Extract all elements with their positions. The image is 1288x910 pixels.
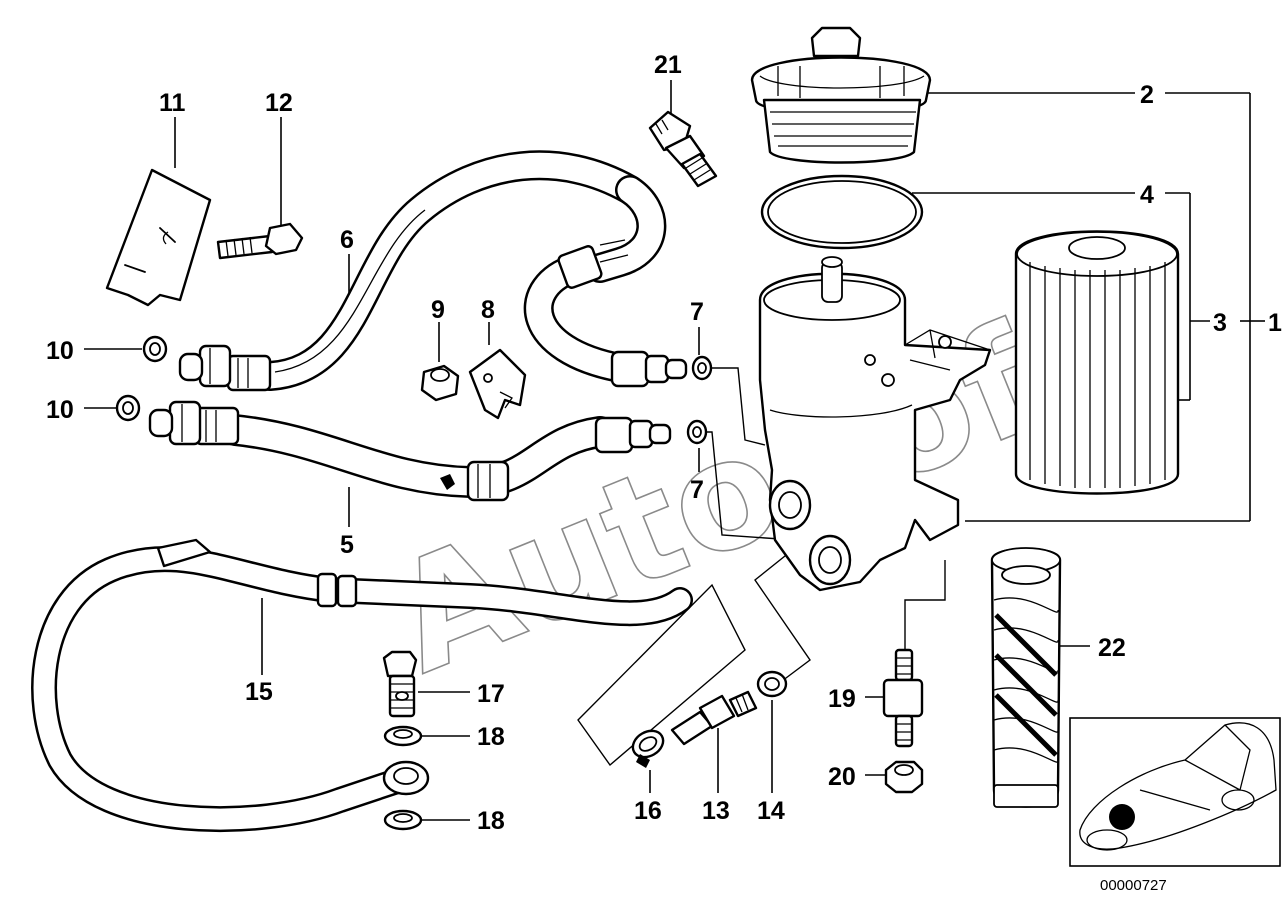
part-label-19: 19 bbox=[828, 685, 856, 713]
part-label-3: 3 bbox=[1213, 309, 1227, 337]
clamp-part-16 bbox=[631, 729, 665, 768]
part-label-13: 13 bbox=[702, 797, 730, 825]
stud-part-19 bbox=[882, 648, 924, 748]
part-label-8: 8 bbox=[481, 296, 495, 324]
plate-part-8 bbox=[468, 348, 527, 420]
diagram-reference-number: 00000727 bbox=[1100, 877, 1167, 894]
part-label-7a: 7 bbox=[690, 298, 704, 326]
upper-hose-6 bbox=[178, 150, 688, 392]
part-label-20: 20 bbox=[828, 763, 856, 791]
part-label-17: 17 bbox=[477, 680, 505, 708]
part-label-5: 5 bbox=[340, 531, 354, 559]
part-labels: 1 2 3 4 5 6 7 7 8 9 10 10 11 12 13 14 15… bbox=[46, 51, 1282, 835]
hose-part-15 bbox=[31, 538, 693, 832]
bracket-part bbox=[105, 168, 212, 307]
part-label-10a: 10 bbox=[46, 337, 74, 365]
filter-element-part-3 bbox=[1014, 230, 1180, 495]
washer-parts-10 bbox=[115, 335, 168, 422]
banjo-bolt-part-17 bbox=[382, 650, 418, 718]
lower-hose-5 bbox=[148, 400, 672, 502]
part-label-1: 1 bbox=[1268, 309, 1282, 337]
part-label-14: 14 bbox=[757, 797, 785, 825]
car-location-inset: 00000727 bbox=[1069, 717, 1281, 894]
part-label-10b: 10 bbox=[46, 396, 74, 424]
o-ring-part-4 bbox=[760, 174, 924, 250]
part-label-22: 22 bbox=[1098, 634, 1126, 662]
nut-part-9 bbox=[420, 364, 460, 402]
part-label-9: 9 bbox=[431, 296, 445, 324]
filter-cap-part-2 bbox=[750, 26, 932, 164]
part-label-7b: 7 bbox=[690, 476, 704, 504]
part-label-11: 11 bbox=[159, 89, 186, 117]
part-label-15: 15 bbox=[245, 678, 273, 706]
assembly-lines bbox=[577, 367, 946, 767]
part-label-21: 21 bbox=[654, 51, 682, 79]
fitting-part-13 bbox=[670, 690, 758, 746]
nut-part-20 bbox=[884, 760, 924, 794]
sensor-part-21 bbox=[648, 110, 718, 188]
filter-insert-part-22 bbox=[990, 547, 1062, 808]
bolt-part bbox=[216, 222, 304, 260]
seal-parts-7 bbox=[686, 355, 713, 445]
washer-part-14 bbox=[756, 670, 788, 698]
part-label-16: 16 bbox=[634, 797, 662, 825]
part-label-12: 12 bbox=[265, 89, 293, 117]
part-label-2: 2 bbox=[1140, 81, 1154, 109]
location-marker-icon bbox=[1109, 804, 1135, 830]
filter-housing-part-1 bbox=[758, 256, 992, 592]
part-label-18a: 18 bbox=[477, 723, 505, 751]
washer-parts-18 bbox=[383, 725, 423, 831]
part-label-6: 6 bbox=[340, 226, 354, 254]
part-label-18b: 18 bbox=[477, 807, 505, 835]
part-label-4: 4 bbox=[1140, 181, 1154, 209]
